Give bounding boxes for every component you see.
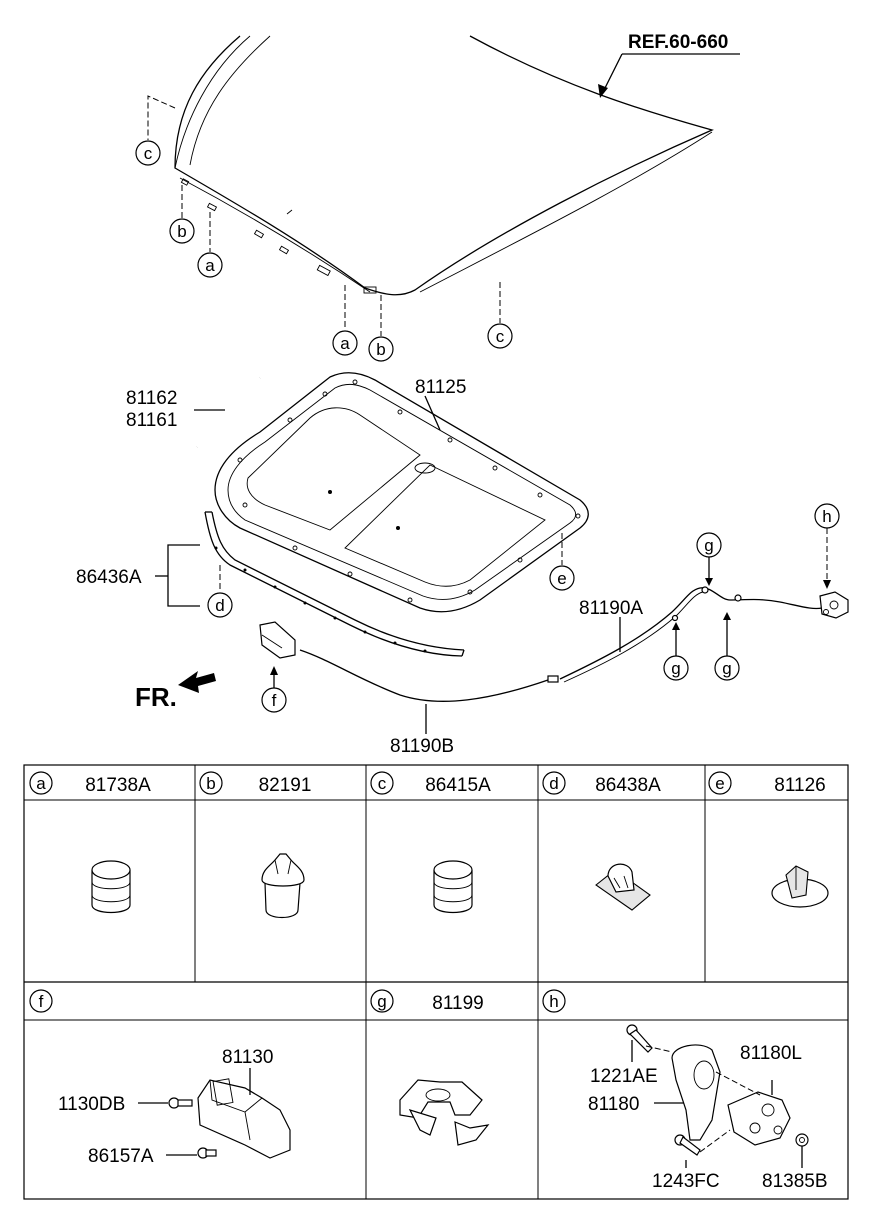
parts-table: a 81738A b 82191 c 86415A d 86438A e 811… [23, 764, 849, 1200]
cell-part-number[interactable]: 86438A [595, 775, 661, 796]
table-cell-h: h [542, 989, 566, 1013]
callout-g[interactable]: g [671, 659, 680, 678]
label-81130[interactable]: 81130 [222, 1047, 273, 1068]
ref-label-group: REF.60-660 [598, 32, 740, 98]
callout-h[interactable]: h [822, 507, 831, 526]
callout-c[interactable]: c [144, 144, 153, 163]
label-81180L[interactable]: 81180L [740, 1043, 802, 1064]
hood-callouts: c b a a b c [135, 95, 513, 362]
callout-b-circle [368, 336, 394, 362]
table-cell-d: d 86438A [542, 771, 661, 796]
ref-label[interactable]: REF.60-660 [628, 32, 728, 53]
callout-g[interactable]: g [704, 536, 713, 555]
label-81180[interactable]: 81180 [588, 1094, 639, 1115]
label-81190B[interactable]: 81190B [390, 736, 454, 757]
cell-key: a [36, 774, 46, 793]
label-86436A[interactable]: 86436A [76, 567, 142, 588]
callout-f[interactable]: f [272, 691, 277, 710]
hood-release-cables: 81190A 81190B g g g h [299, 503, 849, 757]
latch-assembly-81130-illustration: 81130 1130DB 86157A [58, 1047, 291, 1167]
cell-key: b [206, 774, 215, 793]
front-label[interactable]: FR. [135, 682, 177, 712]
clip-81199-illustration [399, 1079, 490, 1146]
label-1243FC[interactable]: 1243FC [652, 1171, 720, 1192]
label-81162[interactable]: 81162 [126, 388, 177, 409]
label-81161[interactable]: 81161 [126, 410, 177, 431]
label-1130DB[interactable]: 1130DB [58, 1094, 125, 1115]
label-1221AE[interactable]: 1221AE [590, 1066, 658, 1087]
table-cell-e: e 81126 [708, 771, 826, 796]
cell-key: f [39, 992, 44, 1011]
callout-b-circle [169, 218, 195, 244]
label-81385B[interactable]: 81385B [762, 1171, 828, 1192]
callout-b[interactable]: b [177, 222, 186, 241]
callout-c[interactable]: c [496, 327, 505, 346]
callout-e[interactable]: e [557, 569, 566, 588]
cell-part-number[interactable]: 86415A [425, 775, 491, 796]
clip-86438A-illustration [595, 863, 651, 911]
front-direction-indicator: FR. [135, 671, 216, 712]
cell-part-number[interactable]: 81199 [432, 993, 483, 1014]
table-cell-f: f [29, 989, 53, 1013]
clip-81126-illustration [771, 865, 829, 908]
table-cell-g: g 81199 [370, 989, 484, 1014]
label-81125[interactable]: 81125 [415, 377, 466, 398]
hood-insulator-pad: 81125 e [214, 372, 589, 613]
cell-key: e [715, 774, 724, 793]
cell-part-number[interactable]: 81126 [774, 775, 825, 796]
table-cell-c: c 86415A [370, 771, 491, 796]
hood-panel [174, 35, 714, 296]
cell-key: h [549, 992, 558, 1011]
bumper-81738A-illustration [91, 860, 131, 914]
cell-key: c [378, 774, 387, 793]
front-arrow-icon [178, 671, 216, 693]
cell-key: g [377, 992, 386, 1011]
cell-part-number[interactable]: 81738A [85, 775, 151, 796]
callout-c-circle [135, 140, 161, 166]
callout-f-circle [261, 687, 287, 713]
cell-part-number[interactable]: 82191 [259, 775, 312, 796]
hood-weatherstrip: 86436A d [76, 511, 465, 657]
bumper-86415A-illustration [433, 860, 473, 914]
callout-a[interactable]: a [340, 334, 350, 353]
latch-81180-illustration: 1221AE 81180 81180L 1243FC 81385B [588, 1024, 828, 1192]
callout-a-circle [197, 252, 223, 278]
hood-stay-rod: 81162 81161 [126, 377, 261, 448]
callout-c-circle [487, 323, 513, 349]
callout-e-circle [549, 565, 575, 591]
hood-release-handle: f [259, 621, 296, 713]
arrow-icon [598, 84, 608, 98]
table-cell-a: a 81738A [29, 771, 151, 796]
callout-a[interactable]: a [205, 256, 215, 275]
callout-d-circle [207, 592, 233, 618]
callout-g[interactable]: g [722, 659, 731, 678]
cell-key: d [549, 774, 558, 793]
callout-a-circle [332, 330, 358, 356]
label-86157A[interactable]: 86157A [88, 1146, 154, 1167]
callout-d[interactable]: d [215, 596, 224, 615]
table-cell-b: b 82191 [199, 771, 312, 796]
callout-b[interactable]: b [376, 340, 385, 359]
label-81190A[interactable]: 81190A [579, 598, 643, 619]
bumper-82191-illustration [261, 853, 305, 919]
